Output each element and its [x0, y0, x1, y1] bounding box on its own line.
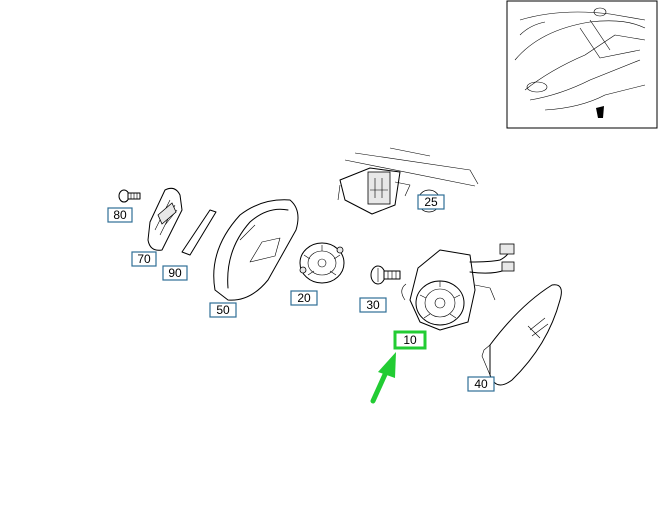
folding-motor-part-25 — [337, 147, 479, 215]
adjustment-motor-part-20 — [299, 242, 345, 284]
callout-20[interactable]: 20 — [290, 290, 318, 306]
mirror-glass-part-40 — [481, 284, 562, 386]
callout-30-label: 30 — [366, 298, 380, 312]
bracket-part-70 — [147, 187, 183, 251]
callout-20-label: 20 — [297, 291, 311, 305]
callout-25-label: 25 — [424, 195, 438, 209]
callout-50-label: 50 — [216, 303, 230, 317]
callout-10-label: 10 — [403, 333, 417, 347]
callout-80[interactable]: 80 — [107, 207, 133, 223]
callout-40-label: 40 — [474, 377, 488, 391]
callout-90[interactable]: 90 — [162, 265, 188, 281]
callout-70[interactable]: 70 — [131, 251, 157, 267]
callout-90-label: 90 — [168, 266, 182, 280]
mirror-drive-part-10 — [401, 243, 515, 331]
screw-part-30 — [370, 265, 401, 285]
callout-30[interactable]: 30 — [359, 297, 387, 313]
callout-50[interactable]: 50 — [209, 302, 237, 318]
callout-10-highlighted[interactable]: 10 — [393, 330, 427, 350]
vehicle-location-inset — [506, 0, 658, 129]
callout-40[interactable]: 40 — [467, 376, 495, 392]
mirror-housing-part-50 — [213, 199, 299, 301]
callout-80-label: 80 — [113, 208, 127, 222]
callout-70-label: 70 — [137, 252, 151, 266]
trim-strip-part-90 — [181, 209, 217, 256]
highlight-arrow — [370, 352, 396, 404]
callout-25[interactable]: 25 — [417, 189, 445, 213]
screw-part-80 — [118, 189, 141, 203]
